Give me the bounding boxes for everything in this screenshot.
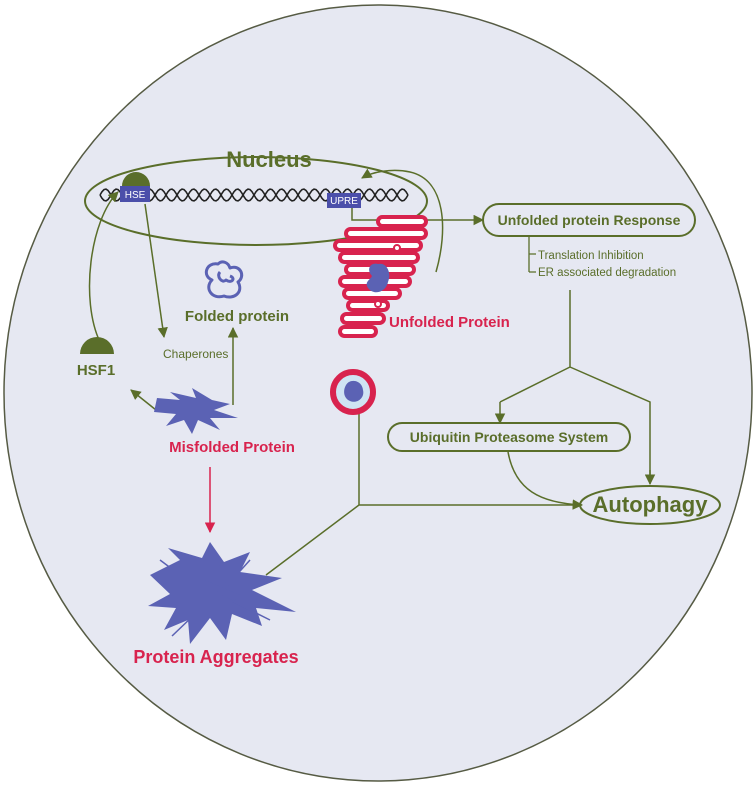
ups-label: Ubiquitin Proteasome System <box>410 429 608 445</box>
arrow-er-to-nucleus <box>361 168 444 273</box>
upre-box <box>327 193 361 208</box>
chaperones-label: Chaperones <box>163 347 228 361</box>
autophagy-label: Autophagy <box>593 492 709 517</box>
arrow-upre-to-upr <box>351 208 485 226</box>
cell-boundary <box>3 4 753 782</box>
protein-aggregates-icon <box>148 542 296 644</box>
upr-label: Unfolded protein Response <box>498 212 681 228</box>
arrow-hsf1-to-hse <box>88 191 119 343</box>
hse-label: HSE <box>125 190 146 201</box>
folded-protein-label: Folded protein <box>185 308 289 325</box>
arrow-ups-to-autophagy <box>507 451 584 510</box>
misfolded-protein-icon <box>154 388 238 434</box>
translation-inhibition-label: Translation Inhibition <box>538 250 644 262</box>
unfolded-protein-label: Unfolded Protein <box>389 314 510 331</box>
hse-box <box>120 186 150 202</box>
autophagosome-connector <box>265 410 580 576</box>
hsf1-label: HSF1 <box>77 362 115 379</box>
folded-protein-icon <box>204 260 244 299</box>
misfolded-protein-label: Misfolded Protein <box>169 439 295 456</box>
hsf1-icon <box>80 337 114 354</box>
nucleus-outline <box>84 156 428 246</box>
er-unfolded-protein-blob <box>366 263 390 293</box>
upr-bracket <box>528 237 536 273</box>
er-degradation-label: ER associated degradation <box>538 267 676 279</box>
ups-box <box>387 422 631 452</box>
autophagosome-cargo <box>344 380 364 402</box>
nucleus-title: Nucleus <box>226 147 312 172</box>
upre-label: UPRE <box>330 196 358 207</box>
arrow-misfolded-to-hsf1 <box>130 389 157 411</box>
upr-branch-lines <box>499 290 651 480</box>
hsf1-binding-cap <box>122 172 150 186</box>
protein-aggregates-label: Protein Aggregates <box>133 647 298 667</box>
protein-aggregates-strands <box>159 547 271 637</box>
upr-box <box>482 203 696 237</box>
arrow-hse-to-chaperones <box>144 203 168 339</box>
